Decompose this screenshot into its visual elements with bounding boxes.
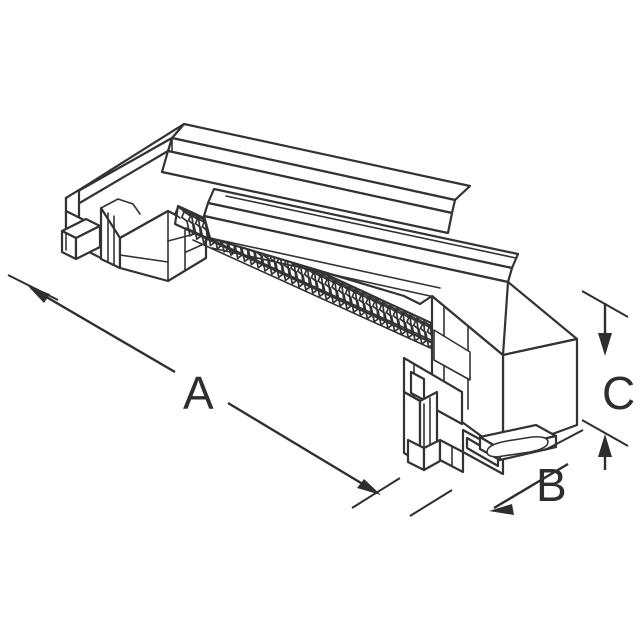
contact-pin: [174, 206, 195, 237]
housing-front-wall: [202, 214, 510, 357]
contact-pin: [385, 304, 407, 336]
dimension-b: [409, 429, 584, 517]
contact-pin: [392, 307, 414, 339]
contact-pin: [344, 285, 366, 317]
contact-pin: [187, 212, 209, 244]
dimension-label-b: B: [536, 459, 567, 511]
contact-pin: [378, 301, 400, 333]
contact-pin: [406, 314, 427, 345]
contact-pin: [371, 298, 393, 330]
solder-tab: [438, 423, 558, 476]
contact-pin: [365, 295, 386, 326]
contact-pin: [310, 269, 332, 301]
contact-pin: [331, 279, 352, 310]
front-latch-lip: [402, 356, 464, 472]
contact-pin: [351, 288, 373, 320]
contact-pin: [317, 272, 339, 304]
dimension-c: [581, 290, 629, 470]
contact-pin: [324, 276, 345, 307]
contact-pin: [337, 282, 359, 314]
contact-pin: [399, 311, 420, 342]
housing-rear-wall: [202, 187, 520, 284]
dimension-label-a: A: [183, 367, 214, 419]
dimension-a: [7, 274, 401, 509]
contact-pin: [358, 291, 380, 323]
contact-pin: [180, 209, 202, 241]
dimension-label-c: C: [602, 367, 636, 419]
end-boss: [60, 217, 102, 261]
